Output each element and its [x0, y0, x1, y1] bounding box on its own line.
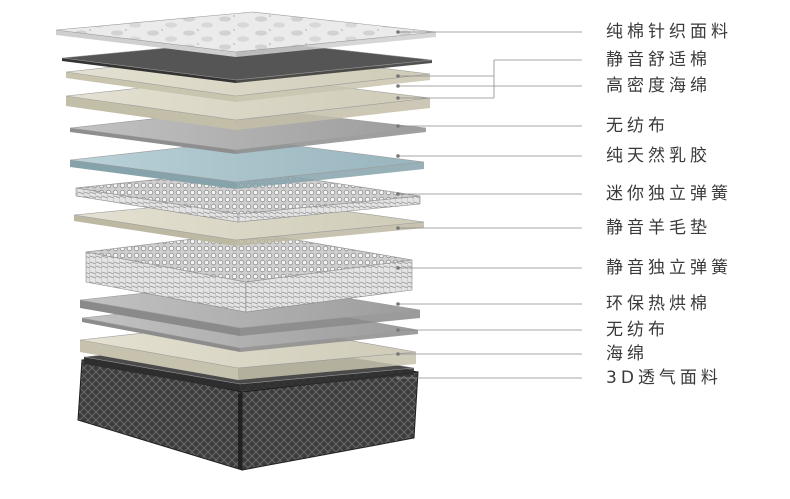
leader-dot: [396, 74, 400, 78]
leader-dot: [396, 352, 400, 356]
independent-springs-layer: [85, 231, 413, 313]
layer-label: 纯棉针织面料: [606, 22, 732, 42]
layer-label: 纯天然乳胶: [606, 146, 711, 166]
leader-dot: [396, 96, 400, 100]
leader-dot: [396, 376, 400, 380]
leader-dot: [396, 192, 400, 196]
leader-dot: [396, 302, 400, 306]
layer-label: 无纺布: [606, 116, 669, 136]
leader-dot: [396, 84, 400, 88]
layer-label: 高密度海绵: [606, 76, 711, 96]
leader-dot: [396, 154, 400, 158]
leader-dot: [396, 124, 400, 128]
layer-label: 无纺布: [606, 320, 669, 340]
layer-label: 环保热烘棉: [606, 294, 711, 314]
layer-label: 静音独立弹簧: [606, 258, 732, 278]
layer-label: 静音舒适棉: [606, 50, 711, 70]
layer-label: 迷你独立弹簧: [606, 184, 732, 204]
latex-layer: [69, 139, 425, 189]
layer-label: 3D透气面料: [606, 368, 722, 388]
leader-dot: [396, 226, 400, 230]
black-thin-sheet: [61, 39, 433, 83]
layer-label: 海绵: [606, 344, 648, 364]
mini-springs-layer: [75, 169, 421, 223]
layer-label: 静音羊毛垫: [606, 218, 711, 238]
leader-dot: [396, 266, 400, 270]
knit-fabric-layer: [55, 11, 437, 57]
leader-dot: [396, 328, 400, 332]
leader-dot: [396, 30, 400, 34]
